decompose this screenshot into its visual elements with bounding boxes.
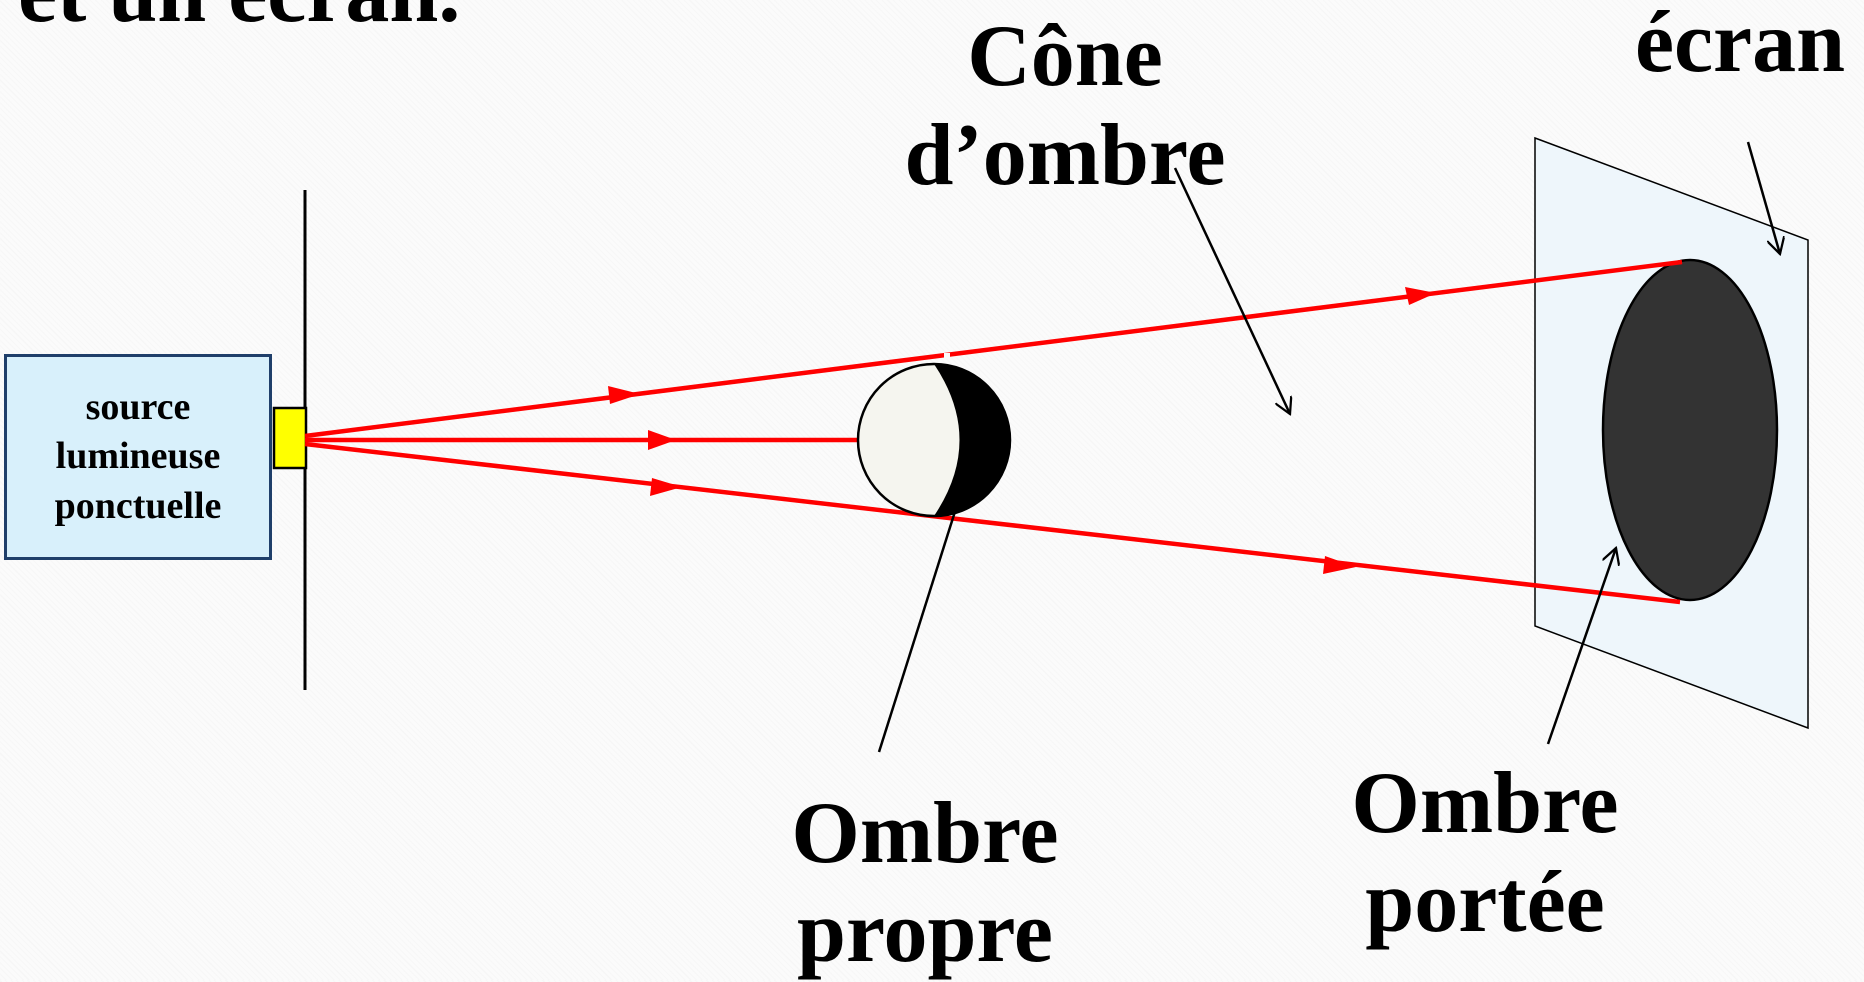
screen-label-text: écran — [1634, 0, 1846, 91]
arrow-icon — [650, 478, 682, 496]
sphere — [856, 362, 1012, 518]
cast-shadow-line-2: portée — [1365, 853, 1605, 951]
sphere-dark-side — [934, 364, 1010, 516]
light-rays — [304, 259, 1683, 605]
heading-fragment: et un écran. — [18, 0, 460, 43]
arrow-icon — [648, 430, 676, 450]
cast-shadow-line-1: Ombre — [1351, 755, 1619, 852]
own-shadow-pointer — [877, 501, 960, 753]
ray-bottom — [304, 441, 1681, 605]
source-label-line-3: ponctuelle — [54, 484, 222, 527]
cast-shadow-pointer — [1546, 548, 1616, 745]
source-label-line-2: lumineuse — [55, 435, 221, 478]
own-shadow-label: Ombre propre — [770, 785, 1080, 982]
arrow-icon — [1323, 556, 1356, 574]
source-emitter — [272, 406, 308, 470]
cast-shadow-ellipse — [1601, 258, 1779, 602]
screen-label: écran — [1620, 0, 1860, 93]
cone-label: Cône d’ombre — [880, 8, 1250, 205]
own-shadow-line-1: Ombre — [791, 785, 1059, 882]
ray-arrowheads — [608, 287, 1436, 574]
arrow-icon — [608, 386, 640, 404]
annotation-arrows — [877, 141, 1780, 753]
cone-label-line-1: Cône — [967, 8, 1163, 105]
light-source-box: source lumineuse ponctuelle — [4, 354, 272, 560]
arrow-icon — [1405, 287, 1436, 305]
cone-label-line-2: d’ombre — [904, 106, 1226, 204]
cast-shadow-label: Ombre portée — [1330, 755, 1640, 952]
source-label-line-1: source — [85, 385, 191, 428]
cone-pointer — [1173, 167, 1290, 414]
own-shadow-line-2: propre — [797, 883, 1053, 981]
ray-top — [304, 259, 1683, 439]
screen-pointer — [1746, 141, 1780, 254]
